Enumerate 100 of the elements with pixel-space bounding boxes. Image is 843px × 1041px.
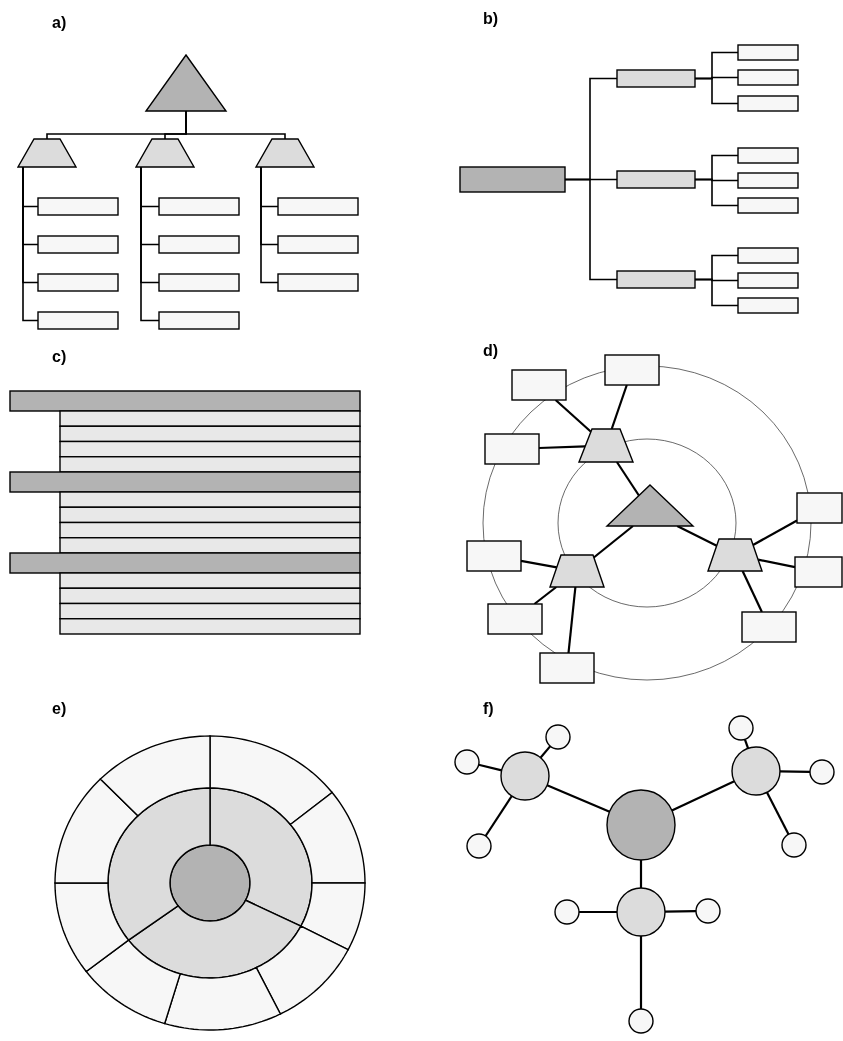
circle-node [606,789,676,861]
box-node [616,270,696,289]
connector-line [546,784,611,813]
box-node [737,272,799,289]
connector-line [484,795,513,837]
ring-segment [54,882,130,973]
ring-segment [54,778,139,884]
connector-line [185,110,286,140]
panel-label: d) [483,342,499,360]
triangle-node [144,53,228,112]
box-node [158,235,240,254]
circle-node [554,899,580,925]
circle-node [616,887,666,937]
box-node [277,197,359,216]
bar-node [9,390,361,412]
ring-segment [209,735,334,826]
box-node [158,311,240,330]
box-node [277,273,359,292]
trapezoid-node [549,554,605,588]
ring-segment [163,966,282,1031]
box-node [459,166,566,193]
box-node [539,652,595,684]
box-node [737,197,799,214]
ring-segment [99,735,211,817]
ring-segment [289,791,366,884]
connector-line [743,738,750,749]
trapezoid-node [134,138,196,168]
box-node [37,311,119,330]
panel-label: f) [483,700,494,718]
box-node [277,235,359,254]
box-node [616,69,696,88]
box-node [466,540,522,572]
connector-line [757,558,796,569]
box-node [794,556,843,588]
connector-line [567,586,577,654]
panel-label: a) [52,14,67,32]
ring-segment [299,882,366,951]
ring-segment [85,939,182,1025]
panel-label: e) [52,700,67,718]
box-node [37,273,119,292]
connector-line [610,384,628,430]
box-node [37,197,119,216]
ring-segment [107,787,211,942]
connector-line [639,860,643,888]
connector-line [741,570,763,613]
trapezoid-node [254,138,316,168]
bar-node [59,456,361,473]
circle-node [781,832,807,858]
bar-node [59,440,361,458]
bar-node [9,471,361,493]
connector-line [579,910,617,914]
panel-label: b) [483,10,499,28]
box-node [737,44,799,61]
box-node [604,354,660,386]
connector-line [616,461,640,497]
box-node [737,69,799,86]
box-node [158,197,240,216]
circle-node [545,724,571,750]
box-node [737,95,799,112]
box-node [737,297,799,314]
bar-node [59,506,361,524]
ring-segment [209,787,313,928]
circle-node [728,715,754,741]
box-node [737,247,799,264]
circle-node [731,746,781,796]
box-node [741,611,797,643]
trapezoid-node [707,538,763,572]
trapezoid-node [16,138,78,168]
trapezoid-node [577,428,635,463]
bar-node [59,521,361,539]
triangle-node [605,484,695,527]
connector-line [593,525,634,559]
circle-node [695,898,721,924]
circle-node [809,759,835,785]
bar-node [59,602,361,620]
connector-line [478,763,502,772]
bar-node [59,587,361,605]
bar-node [59,491,361,508]
bar-node [59,537,361,554]
connector-line [260,166,279,284]
bar-node [59,410,361,427]
box-node [511,369,567,401]
box-node [484,433,540,465]
bar-node [9,552,361,574]
box-node [158,273,240,292]
circle-node [628,1008,654,1034]
ring-segment [255,925,350,1015]
bar-node [59,618,361,635]
connector-line [671,780,735,812]
bar-node [59,572,361,589]
circle-node [466,833,492,859]
connector-line [676,525,718,547]
connector-line [665,910,696,913]
connector-line [554,399,592,433]
bar-node [59,425,361,443]
circle-node [169,844,251,922]
box-node [737,147,799,164]
connector-line [752,519,798,546]
circle-node [454,749,480,775]
connector-line [765,791,790,835]
